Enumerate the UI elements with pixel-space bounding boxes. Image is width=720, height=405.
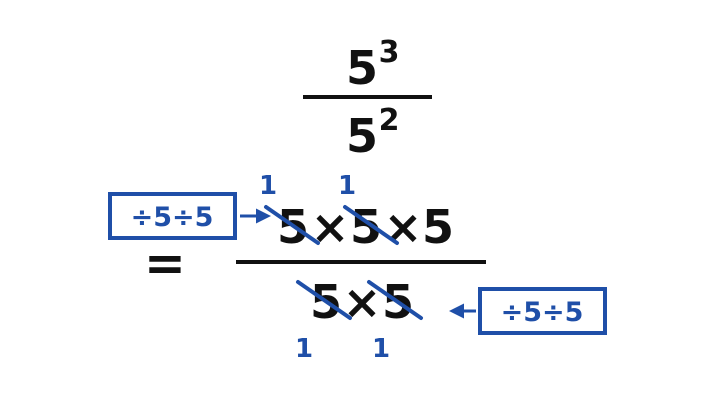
right-division-box: ÷5÷5 — [478, 287, 607, 335]
cancel-stroke-numerator-2 — [343, 205, 399, 245]
cancel-strokes — [264, 205, 423, 320]
equals-sign: = — [144, 234, 186, 292]
right-box-border — [478, 287, 607, 335]
cancel-results: 1 1 1 1 — [259, 171, 390, 364]
cancel-one-bottom-2: 1 — [372, 334, 390, 364]
numerator-times-1: × — [311, 200, 350, 254]
cancel-stroke-numerator-1 — [264, 205, 320, 245]
cancel-stroke-denominator-1 — [296, 280, 352, 320]
left-box-label: ÷5÷5 — [131, 202, 214, 233]
numerator-factor-3: 5 — [422, 200, 454, 254]
denominator-base: 5 — [346, 109, 378, 163]
denominator-exponent: 2 — [379, 103, 400, 138]
cancel-one-top-2: 1 — [338, 171, 356, 201]
cancel-one-top-1: 1 — [259, 171, 277, 201]
numerator-exponent: 3 — [379, 35, 400, 70]
left-box-border — [108, 192, 237, 240]
cancel-one-bottom-1: 1 — [295, 334, 313, 364]
numerator-times-2: × — [384, 200, 423, 254]
denominator-times: × — [343, 275, 382, 329]
left-division-box: ÷5÷5 — [108, 192, 237, 240]
expanded-numerator: 5 × 5 × 5 — [277, 200, 454, 254]
cancel-stroke-denominator-2 — [367, 280, 423, 320]
right-box-label: ÷5÷5 — [501, 297, 584, 328]
top-fraction: 5 3 5 2 — [303, 35, 432, 163]
numerator-base: 5 — [346, 41, 378, 95]
